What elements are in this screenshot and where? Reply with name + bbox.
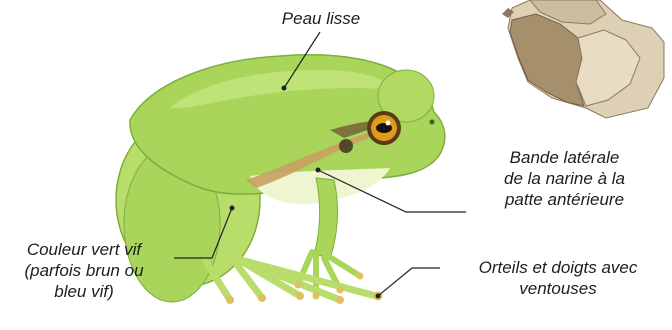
- region-map: [502, 0, 664, 118]
- label-peau-lisse: Peau lisse: [256, 8, 386, 29]
- leader-couleur-dot: [230, 206, 235, 211]
- label-couleur: Couleur vert vif (parfois brun ou bleu v…: [0, 239, 168, 302]
- label-couleur-line-1: Couleur vert vif: [0, 239, 168, 260]
- leader-orteils-dot: [376, 294, 381, 299]
- label-peau-text: Peau lisse: [282, 9, 360, 28]
- frog-hind-toes: [206, 250, 376, 300]
- label-orteils-line-1: Orteils et doigts avec: [446, 257, 670, 278]
- leader-bande-dot: [316, 168, 321, 173]
- frog-nostril: [430, 120, 435, 125]
- label-couleur-line-2: (parfois brun ou: [0, 260, 168, 281]
- frog-eye-shine: [386, 121, 391, 126]
- label-bande-laterale: Bande latérale de la narine à la patte a…: [462, 147, 667, 210]
- label-orteils-line-2: ventouses: [446, 278, 670, 299]
- label-bande-line-1: Bande latérale: [462, 147, 667, 168]
- label-couleur-line-3: bleu vif): [0, 281, 168, 302]
- label-orteils: Orteils et doigts avec ventouses: [446, 257, 670, 299]
- label-bande-line-3: patte antérieure: [462, 189, 667, 210]
- leader-peau-dot: [282, 86, 287, 91]
- label-bande-line-2: de la narine à la: [462, 168, 667, 189]
- leader-orteils: [378, 268, 440, 296]
- frog-tympanum: [339, 139, 353, 153]
